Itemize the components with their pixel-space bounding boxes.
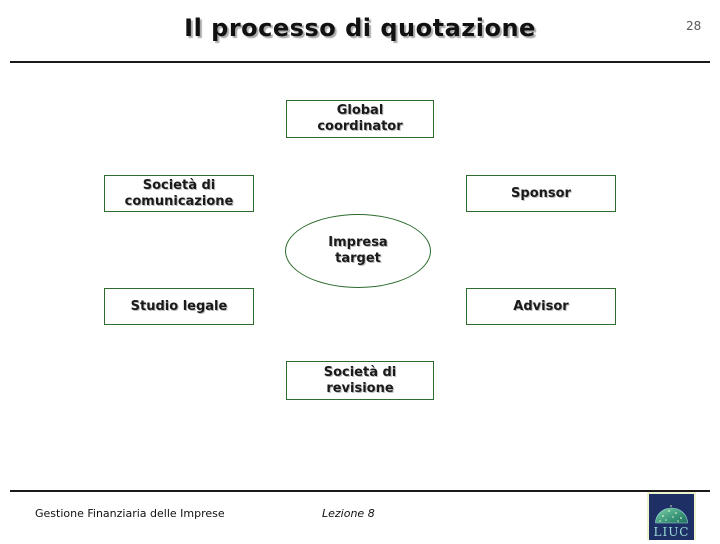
logo-text: LIUC	[653, 525, 689, 539]
node-label: Global coordinator	[317, 103, 403, 134]
diagram-node-impresa-target: Impresa target	[285, 214, 431, 288]
node-label: Sponsor	[511, 185, 571, 201]
title-divider	[10, 61, 710, 63]
diagram-node-sponsor: Sponsor	[466, 175, 616, 212]
page-number: 28	[686, 19, 702, 33]
diagram-node-advisor: Advisor	[466, 288, 616, 325]
dome-stars	[659, 505, 682, 522]
diagram-node-studio-legale: Studio legale	[104, 288, 254, 325]
node-label: Società di comunicazione	[124, 177, 234, 209]
liuc-logo-image: LIUC	[647, 492, 696, 540]
liuc-logo: LIUC	[647, 492, 696, 540]
footer-lesson-number: Lezione 8	[322, 507, 375, 520]
node-label: Società di revisione	[323, 364, 397, 396]
node-label: Studio legale	[130, 298, 228, 314]
diagram-node-societa-revisione: Società di revisione	[286, 361, 434, 400]
dome-icon	[655, 507, 688, 524]
diagram-node-global-coordinator: Global coordinator	[286, 100, 434, 138]
diagram-node-societa-comunicazione: Società di comunicazione	[104, 175, 254, 212]
node-label: Advisor	[513, 298, 569, 314]
page-title: Il processo di quotazione	[184, 14, 536, 42]
footer-divider	[10, 490, 710, 492]
footer-course-name: Gestione Finanziaria delle Imprese	[35, 507, 225, 520]
node-label: Impresa target	[328, 235, 388, 266]
